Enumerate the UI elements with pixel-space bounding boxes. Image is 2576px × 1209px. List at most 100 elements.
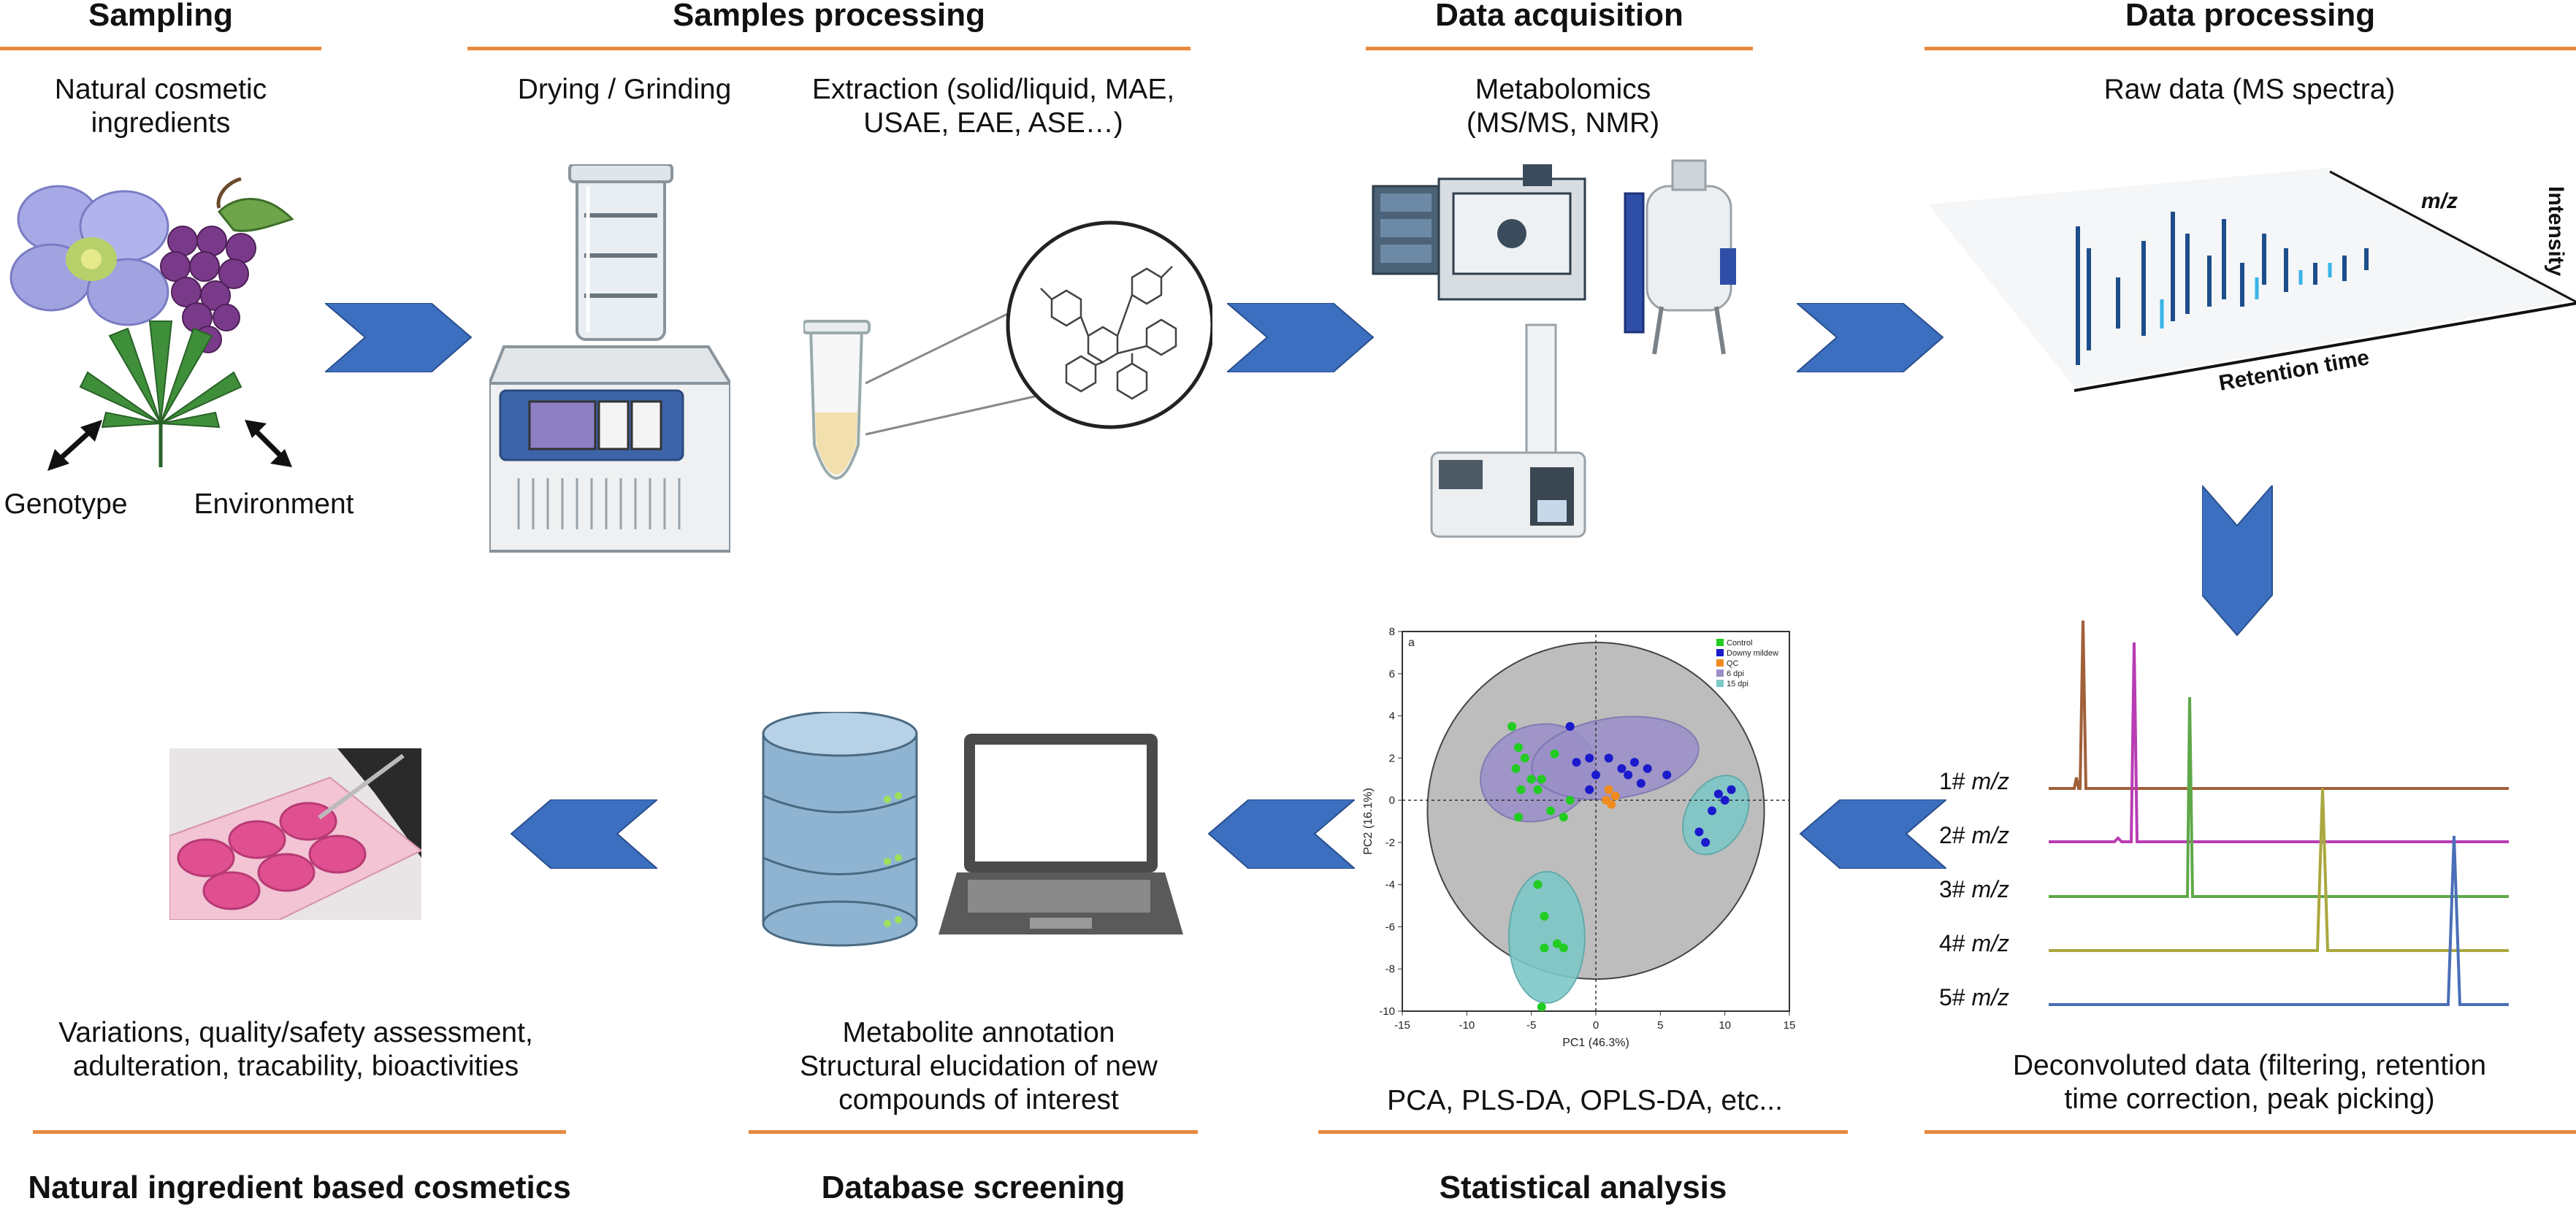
trace-labels: 1# m/z 2# m/z 3# m/z 4# m/z 5# m/z bbox=[1939, 768, 2041, 1038]
x-tick-label: -15 bbox=[1394, 1019, 1410, 1032]
title-underline bbox=[33, 1130, 566, 1134]
data-point-downy-mildew bbox=[1617, 764, 1627, 773]
right-chevron-icon bbox=[1797, 303, 1944, 372]
y-tick-label: -10 bbox=[1379, 1005, 1395, 1018]
environment-label: Environment bbox=[194, 488, 354, 520]
title-underline bbox=[1318, 1130, 1848, 1134]
cell-culture-plate-photo bbox=[169, 748, 421, 920]
stage-title-data-processing: Data processing bbox=[2125, 0, 2376, 33]
stage-title-data-acquisition: Data acquisition bbox=[1435, 0, 1683, 33]
data-point-downy-mildew bbox=[1694, 827, 1704, 837]
right-chevron-icon bbox=[1227, 303, 1375, 372]
double-arrow-icon bbox=[245, 420, 292, 467]
y-tick-label: 8 bbox=[1389, 626, 1395, 638]
legend-swatch bbox=[1716, 680, 1724, 687]
data-point-downy-mildew bbox=[1585, 785, 1594, 794]
raw-ms-spectra-plot: m/z Intensity Retention time bbox=[1928, 168, 2576, 396]
x-tick-label: -5 bbox=[1526, 1019, 1536, 1032]
data-point-control bbox=[1514, 742, 1523, 752]
left-chevron-icon bbox=[1799, 799, 1946, 869]
legend-label: 15 dpi bbox=[1727, 680, 1748, 688]
y-tick-label: 0 bbox=[1389, 794, 1395, 807]
trace-4 bbox=[2049, 788, 2509, 952]
laptop-icon bbox=[939, 734, 1183, 934]
plants-illustration bbox=[9, 177, 294, 471]
data-point-downy-mildew bbox=[1720, 796, 1730, 805]
data-point-control bbox=[1540, 912, 1549, 921]
data-point-control bbox=[1507, 722, 1517, 731]
deconvoluted-description: Deconvoluted data (filtering, retention … bbox=[2012, 1050, 2487, 1115]
data-point-downy-mildew bbox=[1565, 722, 1575, 731]
stage-title-sampling: Sampling bbox=[88, 0, 234, 33]
lc-system-icon bbox=[1430, 323, 1586, 538]
data-point-downy-mildew bbox=[1585, 753, 1594, 763]
annotation-description: Metabolite annotation Structural elucida… bbox=[800, 1017, 1158, 1116]
data-point-control bbox=[1511, 764, 1521, 773]
right-chevron-icon bbox=[325, 303, 473, 372]
data-point-control bbox=[1533, 785, 1543, 794]
y-tick-label: -6 bbox=[1386, 921, 1395, 933]
genotype-label: Genotype bbox=[4, 488, 128, 520]
double-arrow-icon bbox=[47, 420, 102, 471]
trace-label: 3# m/z bbox=[1939, 876, 2010, 902]
data-point-downy-mildew bbox=[1591, 770, 1600, 780]
data-point-control bbox=[1537, 775, 1546, 784]
freeze-dryer-icon bbox=[489, 164, 730, 553]
data-point-qc bbox=[1610, 791, 1620, 801]
y-tick-label: -8 bbox=[1386, 963, 1395, 975]
grapes-icon bbox=[160, 177, 294, 353]
data-point-downy-mildew bbox=[1701, 837, 1711, 847]
data-point-downy-mildew bbox=[1662, 770, 1672, 780]
data-point-control bbox=[1520, 753, 1529, 763]
trace-label: 1# m/z bbox=[1939, 768, 2010, 794]
data-point-control bbox=[1516, 785, 1526, 794]
legend-label: Control bbox=[1727, 639, 1752, 648]
flower-icon bbox=[9, 185, 169, 326]
trace-5 bbox=[2049, 835, 2509, 1006]
raw-data-label: Raw data (MS spectra) bbox=[2103, 74, 2396, 105]
x-tick-label: 5 bbox=[1657, 1019, 1663, 1032]
trace-label: 5# m/z bbox=[1939, 984, 2010, 1010]
data-point-downy-mildew bbox=[1624, 770, 1633, 780]
panel-label: a bbox=[1408, 637, 1415, 649]
data-point-downy-mildew bbox=[1630, 758, 1639, 767]
data-point-downy-mildew bbox=[1572, 758, 1581, 767]
data-point-qc bbox=[1604, 785, 1613, 794]
legend-swatch bbox=[1716, 639, 1724, 646]
down-chevron-icon bbox=[2202, 485, 2273, 637]
x-tick-label: -10 bbox=[1459, 1019, 1475, 1032]
legend-swatch bbox=[1716, 669, 1724, 677]
data-point-downy-mildew bbox=[1604, 753, 1613, 763]
group-ellipse-15dpi bbox=[1507, 870, 1586, 1004]
data-point-qc bbox=[1602, 796, 1611, 805]
data-point-control bbox=[1514, 813, 1523, 822]
data-point-control bbox=[1565, 796, 1575, 805]
data-point-control bbox=[1533, 880, 1543, 889]
legend-label: QC bbox=[1727, 659, 1739, 668]
trace-label: 4# m/z bbox=[1939, 930, 2010, 956]
intensity-axis-label: Intensity bbox=[2544, 186, 2568, 277]
group-ellipse-6dpi bbox=[1531, 715, 1700, 801]
cannabis-leaf-icon bbox=[79, 321, 242, 467]
mass-spectrometer-icon bbox=[1372, 164, 1586, 301]
y-axis-label: PC2 (16.1%) bbox=[1362, 788, 1375, 855]
x-axis-label: PC1 (46.3%) bbox=[1562, 1037, 1629, 1049]
data-point-control bbox=[1550, 749, 1559, 759]
stat-methods-label: PCA, PLS-DA, OPLS-DA, etc... bbox=[1387, 1085, 1783, 1116]
left-chevron-icon bbox=[510, 799, 657, 869]
data-point-downy-mildew bbox=[1713, 789, 1723, 799]
left-chevron-icon bbox=[1207, 799, 1355, 869]
data-point-downy-mildew bbox=[1643, 764, 1652, 773]
natural-ingredients-label: Natural cosmetic ingredients bbox=[54, 74, 267, 139]
y-tick-label: -2 bbox=[1386, 837, 1395, 849]
data-point-control bbox=[1559, 813, 1568, 822]
cosmetics-description: Variations, quality/safety assessment, a… bbox=[58, 1017, 533, 1082]
data-point-control bbox=[1559, 943, 1568, 953]
y-tick-label: -4 bbox=[1386, 879, 1395, 891]
trace-3 bbox=[2049, 696, 2509, 898]
x-tick-label: 15 bbox=[1784, 1019, 1796, 1032]
data-point-downy-mildew bbox=[1727, 785, 1736, 794]
stage-title-cosmetics: Natural ingredient based cosmetics bbox=[28, 1170, 571, 1205]
data-point-control bbox=[1546, 806, 1556, 815]
